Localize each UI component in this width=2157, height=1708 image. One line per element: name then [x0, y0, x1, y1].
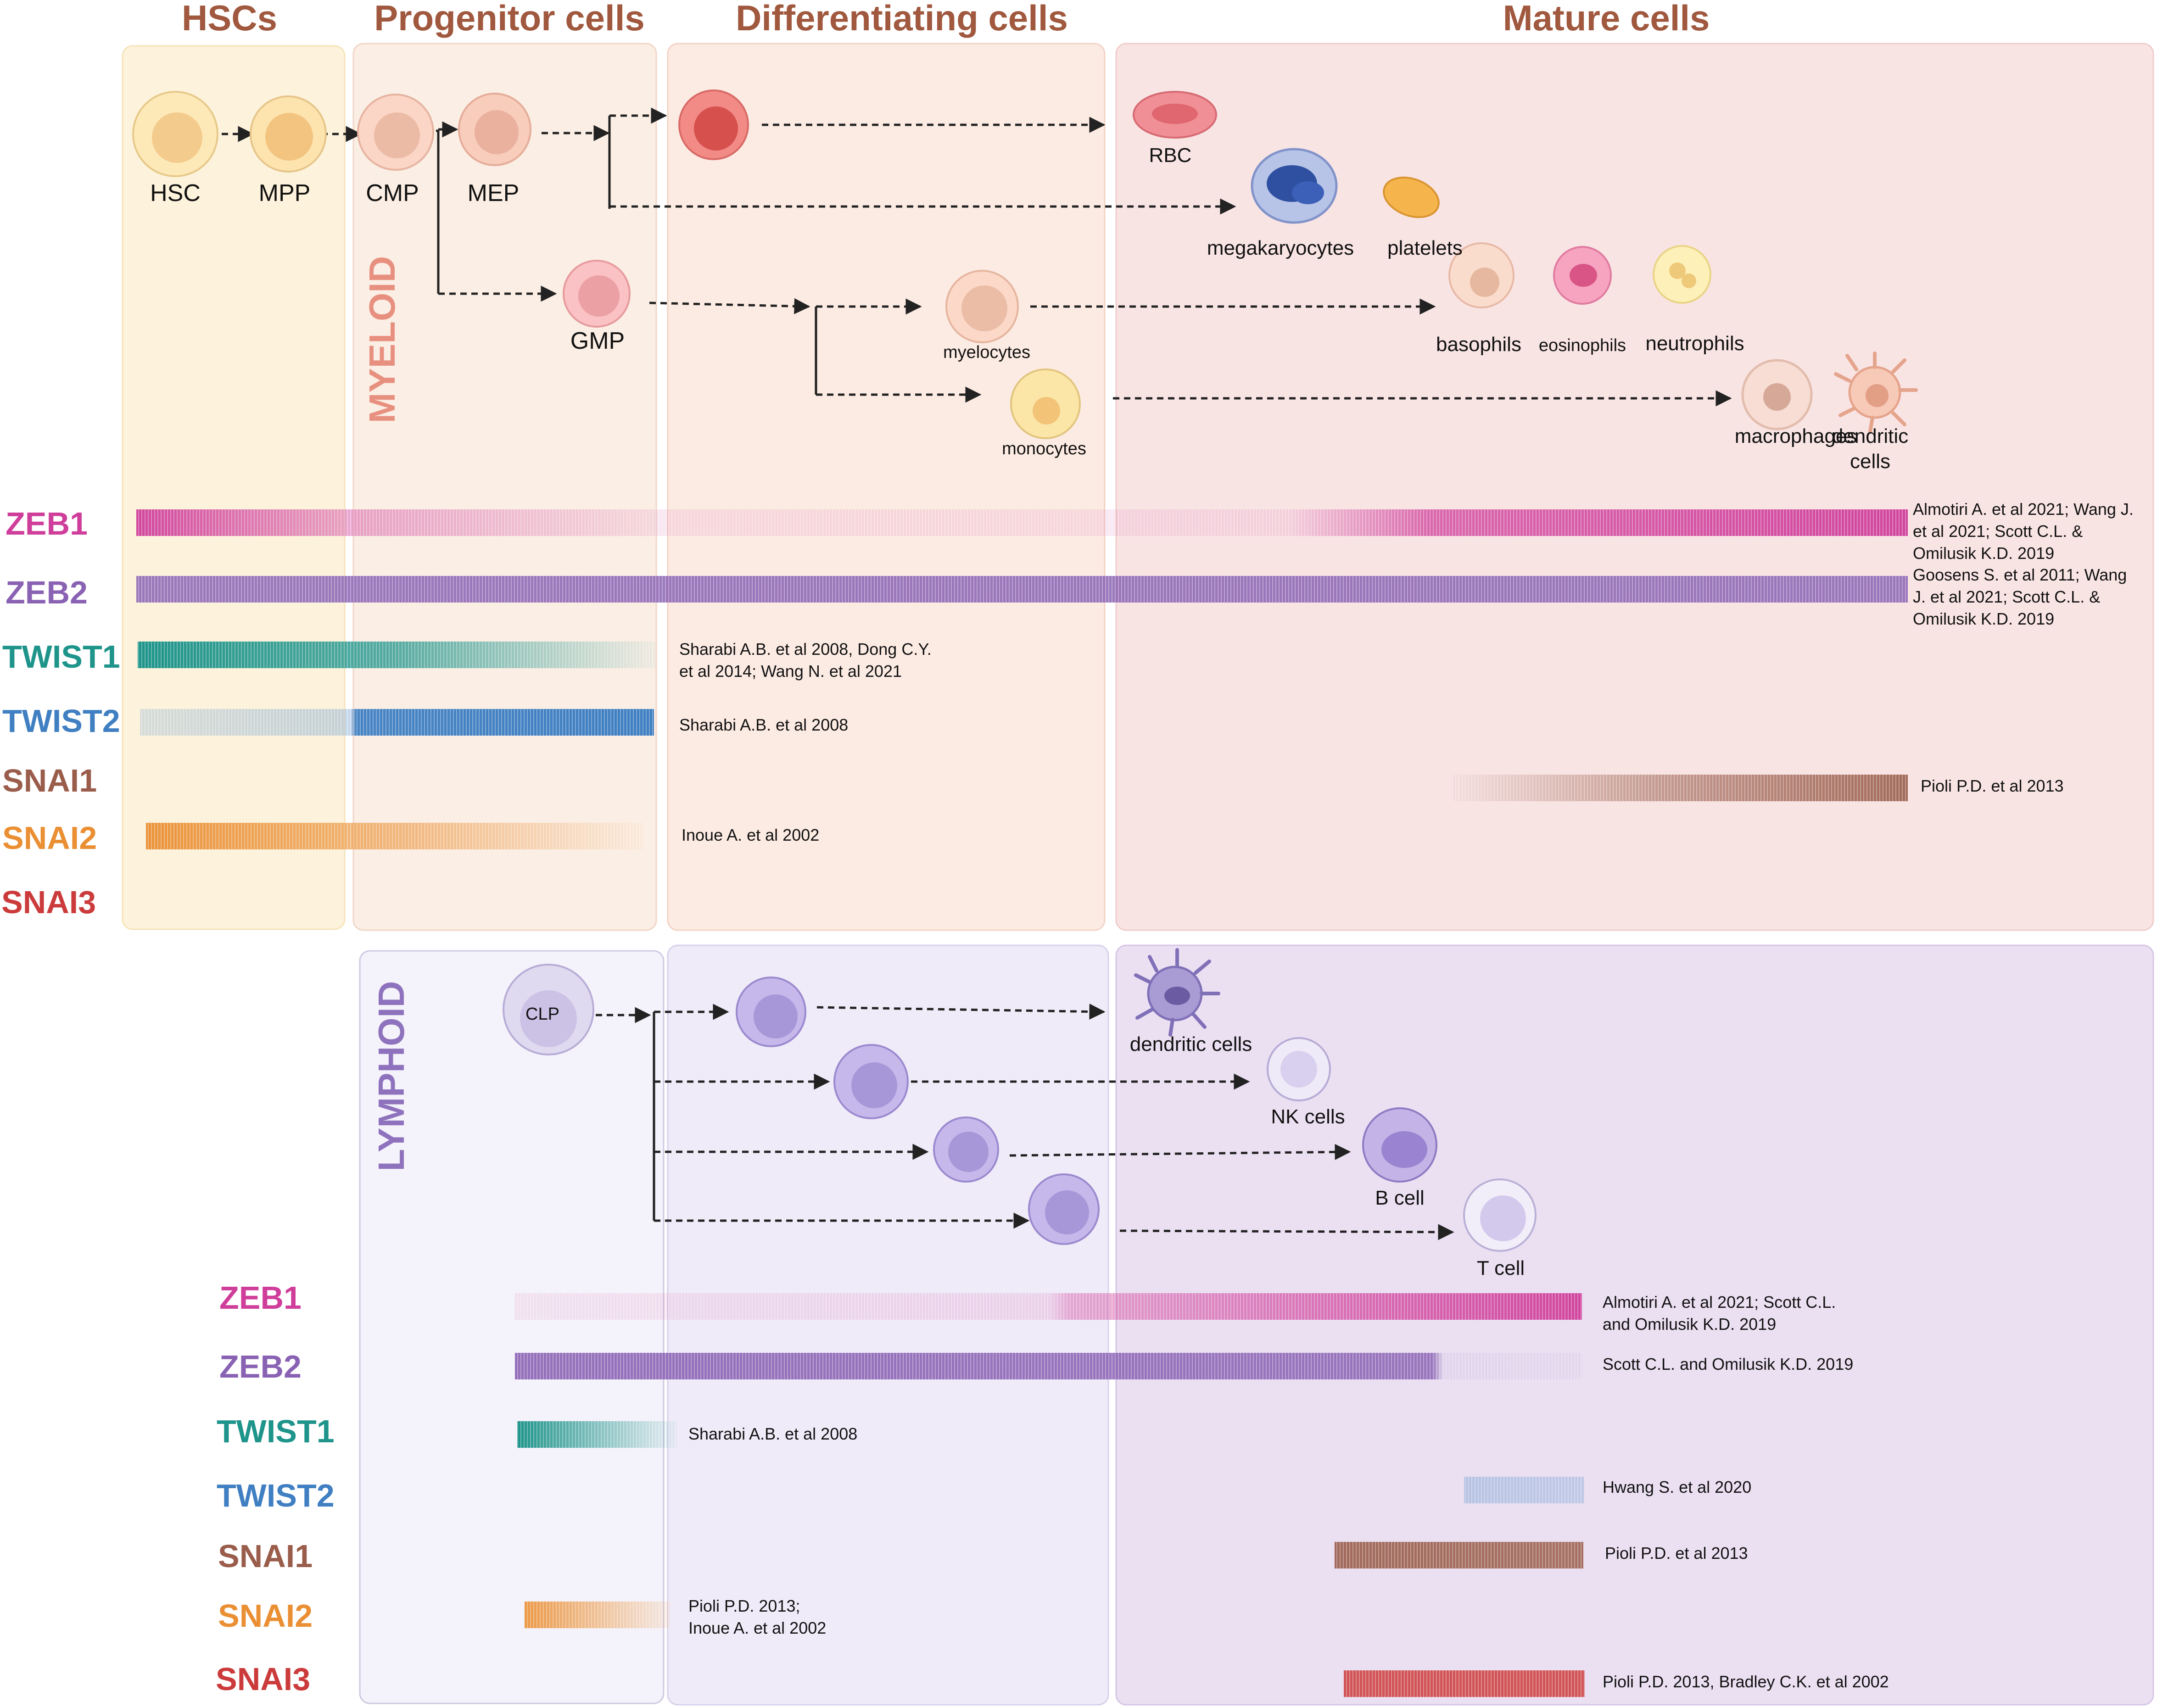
lymphoid-bars	[515, 1293, 1585, 1697]
lymphoid-factor-snai1: SNAI1	[218, 1538, 313, 1574]
header-mature: Mature cells	[1503, 0, 1710, 38]
svg-text:et al 2021; Scott C.L. &: et al 2021; Scott C.L. &	[1913, 522, 2083, 541]
header-hscs: HSCs	[182, 0, 277, 38]
label-nk-cells: NK cells	[1271, 1105, 1345, 1128]
myeloid-factor-snai2: SNAI2	[2, 820, 97, 856]
label-b-cell: B cell	[1375, 1187, 1425, 1209]
b-cell	[1362, 1107, 1437, 1183]
ref-m-snai2: Inoue A. et al 2002	[682, 826, 819, 844]
lymph-precursor-1	[736, 977, 806, 1047]
label-dendritic-line1: dendritic	[1832, 425, 1908, 447]
label-gmp: GMP	[570, 328, 625, 354]
svg-text:Omilusik K.D. 2019: Omilusik K.D. 2019	[1913, 609, 2054, 628]
gmp-cell	[563, 260, 631, 328]
monocyte-cell	[1010, 368, 1081, 439]
myelocyte-cell	[945, 270, 1019, 343]
ref-l-zeb1: Almotiri A. et al 2021; Scott C.L.	[1603, 1293, 1836, 1312]
header-progenitor: Progenitor cells	[374, 0, 645, 38]
myeloid-bars	[136, 509, 1908, 849]
neutrophil-cell	[1653, 245, 1711, 304]
basophil-cell	[1448, 242, 1514, 308]
lymphoid-label: LYMPHOID	[371, 981, 412, 1172]
label-cmp: CMP	[366, 180, 419, 207]
eosinophil-cell	[1553, 246, 1612, 305]
macrophage-cell	[1741, 359, 1813, 430]
myeloid-factor-snai1: SNAI1	[2, 763, 97, 798]
differentiating-panel	[667, 43, 1106, 931]
label-neutrophils: neutrophils	[1645, 332, 1744, 355]
ref-m-snai1: Pioli P.D. et al 2013	[1921, 776, 2064, 795]
header-differentiating: Differentiating cells	[736, 0, 1068, 38]
clp-cell	[503, 964, 594, 1055]
platelet-cell	[1383, 176, 1440, 218]
label-t-cell: T cell	[1477, 1257, 1525, 1279]
lymph-progenitor-panel	[359, 950, 665, 1704]
ref-m-twist1: Sharabi A.B. et al 2008, Dong C.Y.	[679, 640, 932, 659]
label-monocytes: monocytes	[1002, 439, 1086, 458]
lymphoid-arrows	[574, 1003, 1454, 1240]
lymphoid-factor-snai3: SNAI3	[216, 1661, 310, 1697]
svg-text:Omilusik K.D. 2019: Omilusik K.D. 2019	[1913, 544, 2054, 563]
label-mpp: MPP	[259, 180, 311, 207]
label-megakaryocytes: megakaryocytes	[1207, 237, 1354, 259]
lymphoid-factor-twist1: TWIST1	[217, 1413, 335, 1449]
label-dendritic-lymph: dendritic cells	[1130, 1033, 1252, 1055]
myeloid-factor-twist1: TWIST1	[2, 639, 120, 675]
label-mep: MEP	[468, 180, 520, 207]
ref-m-zeb2: Goosens S. et al 2011; Wang	[1913, 565, 2127, 584]
myeloid-factor-zeb2: ZEB2	[6, 575, 88, 610]
lymph-precursor-4	[1028, 1173, 1100, 1245]
lymphoid-factor-snai2: SNAI2	[218, 1598, 313, 1634]
label-dendritic-line2: cells	[1850, 450, 1890, 473]
lymphoid-factor-twist2: TWIST2	[217, 1478, 335, 1513]
progenitor-panel	[352, 43, 657, 931]
lymphoid-factor-zeb1: ZEB1	[219, 1280, 302, 1316]
hsc-cell	[132, 91, 218, 177]
lymphoid-factor-zeb2: ZEB2	[219, 1349, 302, 1384]
hsc-panel	[122, 45, 346, 930]
label-platelets: platelets	[1387, 237, 1463, 259]
myeloid-arrows	[200, 107, 1732, 407]
label-rbc: RBC	[1149, 144, 1192, 167]
label-hsc: HSC	[150, 180, 201, 207]
myeloid-factor-zeb1: ZEB1	[6, 506, 88, 541]
lymph-precursor-3	[933, 1116, 999, 1183]
ref-l-snai1: Pioli P.D. et al 2013	[1605, 1544, 1748, 1563]
label-clp: CLP	[525, 1005, 559, 1024]
mpp-cell	[250, 95, 327, 173]
megakaryocyte-cell	[1251, 148, 1338, 224]
mature-panel	[1115, 43, 2154, 931]
myeloid-label: MYELOID	[362, 256, 402, 423]
label-basophils: basophils	[1436, 333, 1521, 356]
ref-l-zeb2: Scott C.L. and Omilusik K.D. 2019	[1603, 1355, 1853, 1373]
ref-l-snai2: Pioli P.D. 2013;	[688, 1596, 800, 1615]
svg-text:et al 2014; Wang N. et al 202: et al 2014; Wang N. et al 2021	[679, 662, 902, 681]
svg-text:Inoue A. et al 2002: Inoue A. et al 2002	[688, 1619, 826, 1637]
lymph-differentiating-panel	[667, 944, 1109, 1706]
ref-l-twist1: Sharabi A.B. et al 2008	[688, 1424, 857, 1443]
t-cell	[1463, 1178, 1537, 1252]
ref-m-twist2: Sharabi A.B. et al 2008	[679, 715, 848, 734]
dendritic-myeloid-cell	[1834, 352, 1918, 433]
label-macrophages: macrophages	[1735, 425, 1857, 447]
myeloid-factor-snai3: SNAI3	[1, 884, 96, 920]
ref-l-twist2: Hwang S. et al 2020	[1603, 1478, 1751, 1496]
dendritic-lymphoid-cell	[1134, 948, 1220, 1037]
erythroblast-cell	[678, 89, 749, 160]
ref-l-snai3: Pioli P.D. 2013, Bradley C.K. et al 2002	[1603, 1672, 1889, 1691]
rbc-cell	[1133, 91, 1217, 139]
mep-cell	[458, 93, 531, 166]
ref-m-zeb1: Almotiri A. et al 2021; Wang J.	[1913, 500, 2134, 519]
svg-text:and Omilusik K.D. 2019: and Omilusik K.D. 2019	[1603, 1315, 1776, 1334]
label-eosinophils: eosinophils	[1539, 336, 1626, 355]
cmp-cell	[357, 94, 434, 171]
svg-text:J. et al 2021; Scott C.L. &: J. et al 2021; Scott C.L. &	[1913, 587, 2100, 606]
myeloid-factor-twist2: TWIST2	[2, 703, 120, 739]
label-myelocytes: myelocytes	[943, 343, 1030, 362]
nk-cell	[1267, 1037, 1331, 1101]
lymph-precursor-2	[833, 1044, 909, 1119]
